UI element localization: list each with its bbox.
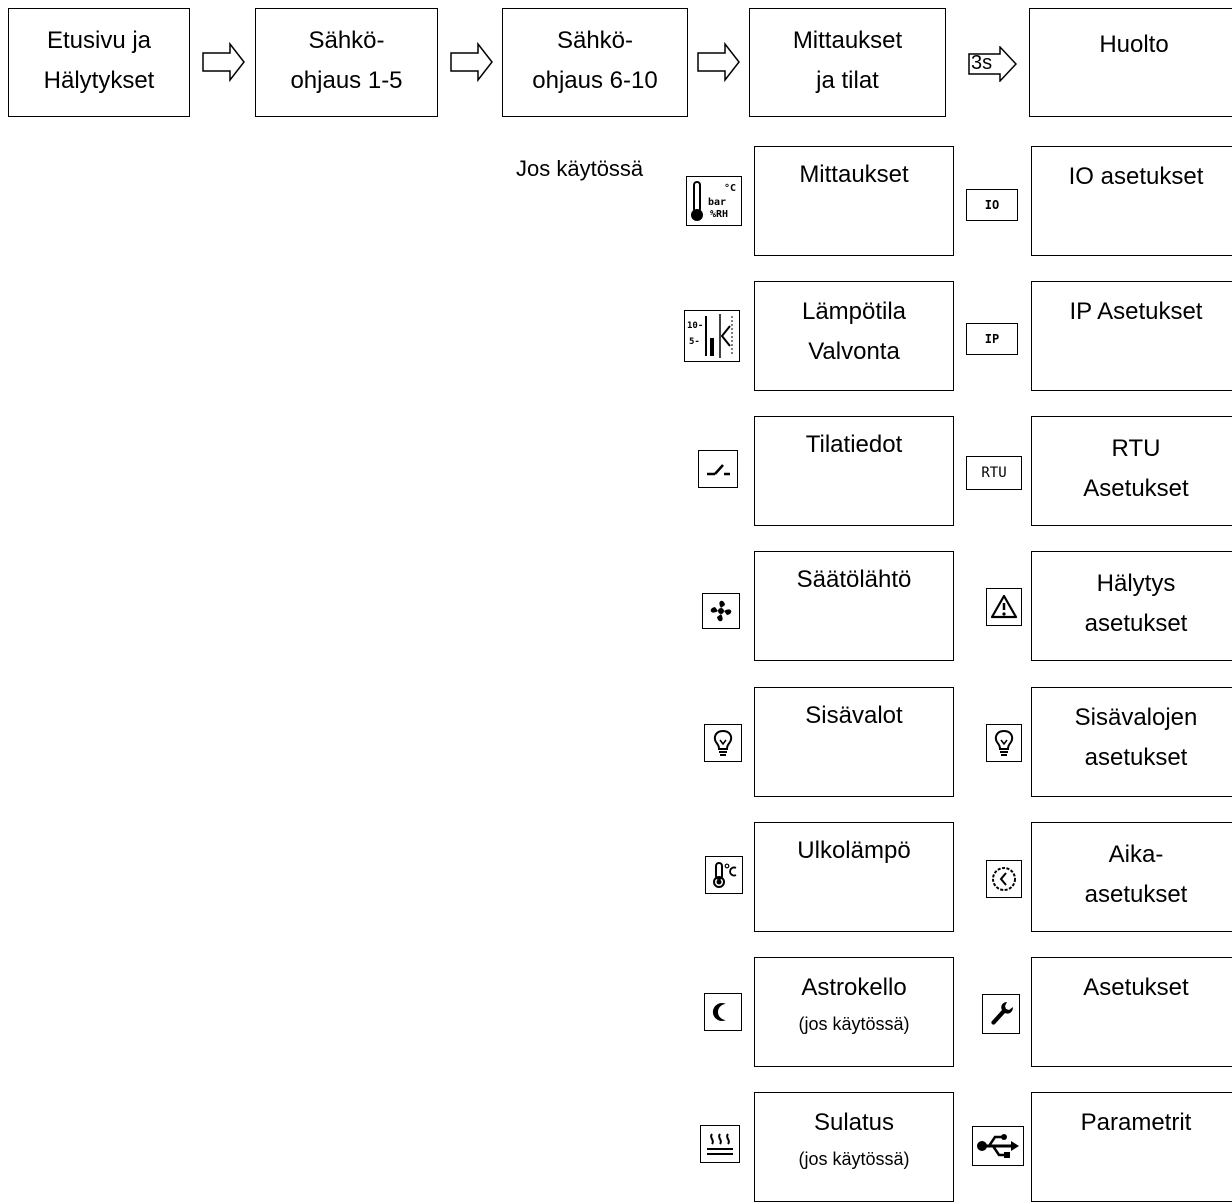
menu-box-sulatus: Sulatus (jos käytössä) — [754, 1092, 954, 1202]
menu-box-astrokello: Astrokello (jos käytössä) — [754, 957, 954, 1067]
conditional-note: Jos käytössä — [516, 156, 644, 181]
heating-icon — [700, 1125, 740, 1163]
status-switch-icon — [698, 450, 738, 488]
io-icon-text: IO — [984, 198, 1000, 212]
menu-box-label: Parametrit — [1080, 1109, 1192, 1136]
menu-box-label-line1: Hälytys — [1096, 570, 1176, 597]
menu-box-ulkolampo: Ulkolämpö — [754, 822, 954, 932]
rtu-icon: RTU — [966, 456, 1022, 490]
menu-box-label: IO asetukset — [1068, 163, 1204, 190]
flow-box-label-line2: ohjaus 1-5 — [290, 67, 403, 94]
menu-box-label-line2: asetukset — [1084, 610, 1188, 637]
flow-box-label-line2: ja tilat — [816, 67, 879, 94]
menu-box-mittaukset: Mittaukset — [754, 146, 954, 256]
hold-duration-label: 3s — [971, 52, 993, 74]
flow-box-label-line2: Hälytykset — [43, 67, 155, 94]
menu-box-io-asetukset: IO asetukset — [1031, 146, 1232, 256]
measurement-unit-3: %RH — [710, 209, 728, 220]
menu-box-tilatiedot: Tilatiedot — [754, 416, 954, 526]
arrow-right-icon — [202, 42, 245, 82]
menu-box-label: Astrokello — [801, 974, 907, 1001]
menu-box-parametrit: Parametrit — [1031, 1092, 1232, 1202]
flow-box-huolto: Huolto — [1029, 8, 1232, 117]
measurement-unit-1: °C — [724, 183, 736, 194]
flow-box-label-line1: Etusivu ja — [46, 27, 152, 54]
menu-box-sisavalojen-asetukset: Sisävalojen asetukset — [1031, 687, 1232, 797]
io-icon: IO — [966, 189, 1018, 221]
flow-box-label-line1: Mittaukset — [792, 27, 903, 54]
flow-box-sahko-6-10: Sähkö- ohjaus 6-10 — [502, 8, 688, 117]
menu-box-ip-asetukset: IP Asetukset — [1031, 281, 1232, 391]
clock-icon — [986, 860, 1022, 898]
menu-box-label: Sisävalot — [805, 702, 903, 729]
menu-box-label: Ulkolämpö — [797, 837, 911, 864]
menu-box-label: Mittaukset — [799, 161, 909, 188]
menu-box-label: Sulatus — [813, 1109, 895, 1136]
flow-box-label-line1: Huolto — [1099, 31, 1169, 58]
lightbulb-icon — [986, 724, 1022, 762]
menu-box-label-line1: Lämpötila — [801, 298, 907, 325]
flow-box-label-line1: Sähkö- — [308, 27, 385, 54]
menu-box-label-line1: Sisävalojen — [1074, 704, 1198, 731]
arrow-right-icon — [450, 42, 493, 82]
menu-box-saatolahto: Säätölähtö — [754, 551, 954, 661]
menu-box-rtu-asetukset: RTU Asetukset — [1031, 416, 1232, 526]
ip-icon: IP — [966, 323, 1018, 355]
menu-box-label: IP Asetukset — [1069, 298, 1203, 325]
warning-icon — [986, 588, 1022, 626]
menu-box-aika-asetukset: Aika- asetukset — [1031, 822, 1232, 932]
menu-box-label-line2: asetukset — [1084, 744, 1188, 771]
menu-box-label-line1: RTU — [1111, 435, 1161, 462]
menu-box-label: Säätölähtö — [796, 566, 912, 593]
lightbulb-icon — [704, 724, 742, 762]
menu-box-label-line1: Aika- — [1108, 841, 1164, 868]
rtu-icon-text: RTU — [981, 465, 1007, 481]
arrow-right-icon — [968, 46, 1018, 82]
flow-box-mittaukset-ja-tilat: Mittaukset ja tilat — [749, 8, 946, 117]
wrench-icon — [982, 994, 1020, 1034]
arrow-right-icon — [697, 42, 740, 82]
temp-scale-label-high: 10- — [687, 321, 703, 331]
flow-box-label-line2: ohjaus 6-10 — [532, 67, 658, 94]
flow-box-sahko-1-5: Sähkö- ohjaus 1-5 — [255, 8, 438, 117]
menu-box-label: Asetukset — [1083, 974, 1189, 1001]
thermometer-icon — [705, 856, 743, 894]
fan-icon — [702, 593, 740, 629]
flow-box-label-line1: Sähkö- — [556, 27, 634, 54]
moon-icon — [704, 993, 742, 1031]
measurement-unit-2: bar — [708, 197, 726, 208]
menu-box-asetukset: Asetukset — [1031, 957, 1232, 1067]
menu-box-sisavalot: Sisävalot — [754, 687, 954, 797]
menu-box-label: Tilatiedot — [805, 431, 903, 458]
measurement-icon: °C bar %RH — [686, 176, 742, 226]
menu-box-sublabel: (jos käytössä) — [798, 1149, 910, 1169]
menu-box-label-line2: asetukset — [1084, 881, 1188, 908]
flow-box-etusivu: Etusivu ja Hälytykset — [8, 8, 190, 117]
ip-icon-text: IP — [984, 332, 1000, 346]
menu-box-sublabel: (jos käytössä) — [798, 1014, 910, 1034]
temperature-monitor-icon: 10- 5- — [684, 310, 740, 362]
hold-3s-arrow: 3s — [968, 46, 1020, 82]
menu-box-lampotila-valvonta: Lämpötila Valvonta — [754, 281, 954, 391]
menu-box-halytys-asetukset: Hälytys asetukset — [1031, 551, 1232, 661]
menu-box-label-line2: Asetukset — [1083, 475, 1189, 502]
menu-box-label-line2: Valvonta — [808, 338, 900, 365]
usb-icon — [972, 1126, 1024, 1166]
temp-scale-label-low: 5- — [689, 337, 700, 347]
